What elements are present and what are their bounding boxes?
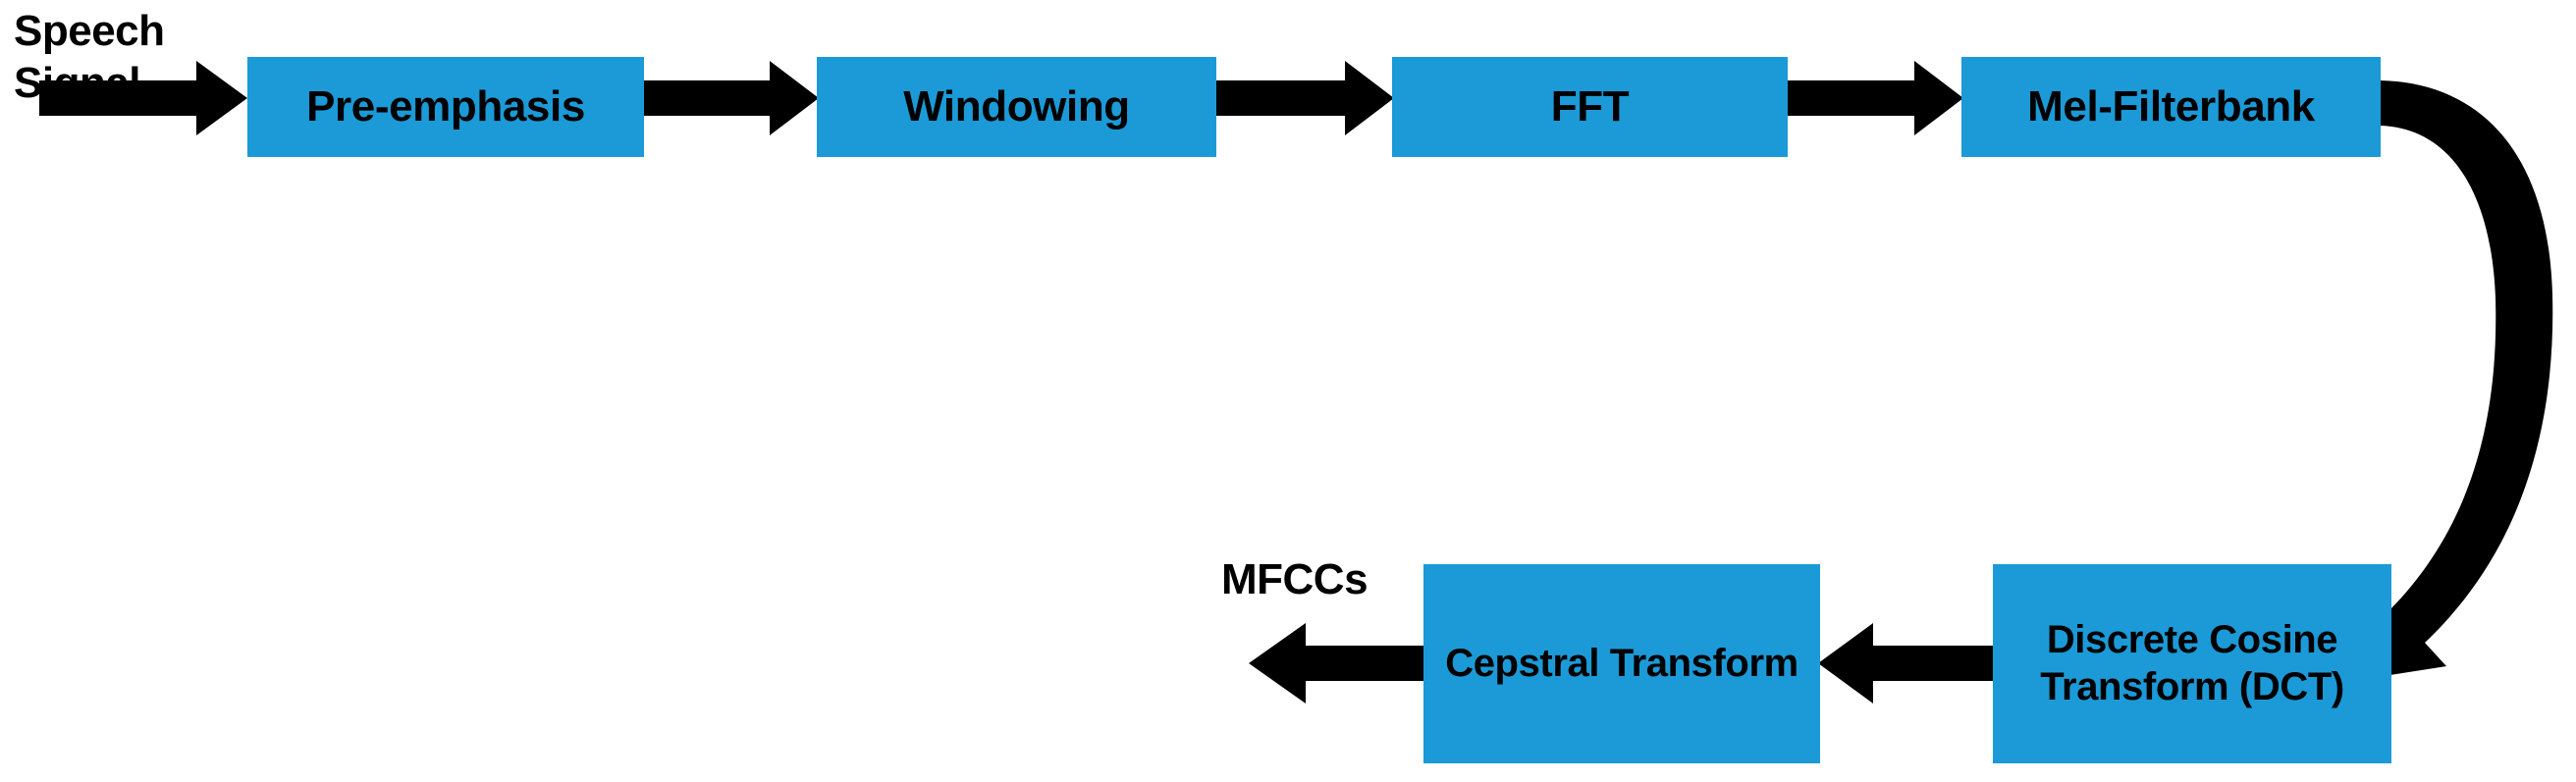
edge-dct-to-cepstral-transform bbox=[1818, 623, 1993, 704]
node-fft[interactable]: FFT bbox=[1392, 57, 1788, 157]
input-label-speech-signal: Speech Signal bbox=[14, 7, 165, 107]
node-mel-filterbank[interactable]: Mel-Filterbank bbox=[1961, 57, 2381, 157]
edge-windowing-to-fft bbox=[1216, 61, 1394, 135]
edge-cepstral-transform-to-output bbox=[1249, 623, 1423, 704]
edge-fft-to-mel-filterbank bbox=[1788, 61, 1963, 135]
edge-pre-emphasis-to-windowing bbox=[644, 61, 819, 135]
node-windowing[interactable]: Windowing bbox=[817, 57, 1216, 157]
output-label-mfccs: MFCCs bbox=[1221, 555, 1368, 603]
edge-mel-filterbank-to-dct bbox=[2352, 80, 2553, 681]
edge-input-to-pre-emphasis bbox=[39, 61, 247, 135]
node-cepstral-transform[interactable]: Cepstral Transform bbox=[1423, 564, 1820, 763]
node-pre-emphasis[interactable]: Pre-emphasis bbox=[247, 57, 644, 157]
node-dct[interactable]: Discrete Cosine Transform (DCT) bbox=[1993, 564, 2391, 763]
